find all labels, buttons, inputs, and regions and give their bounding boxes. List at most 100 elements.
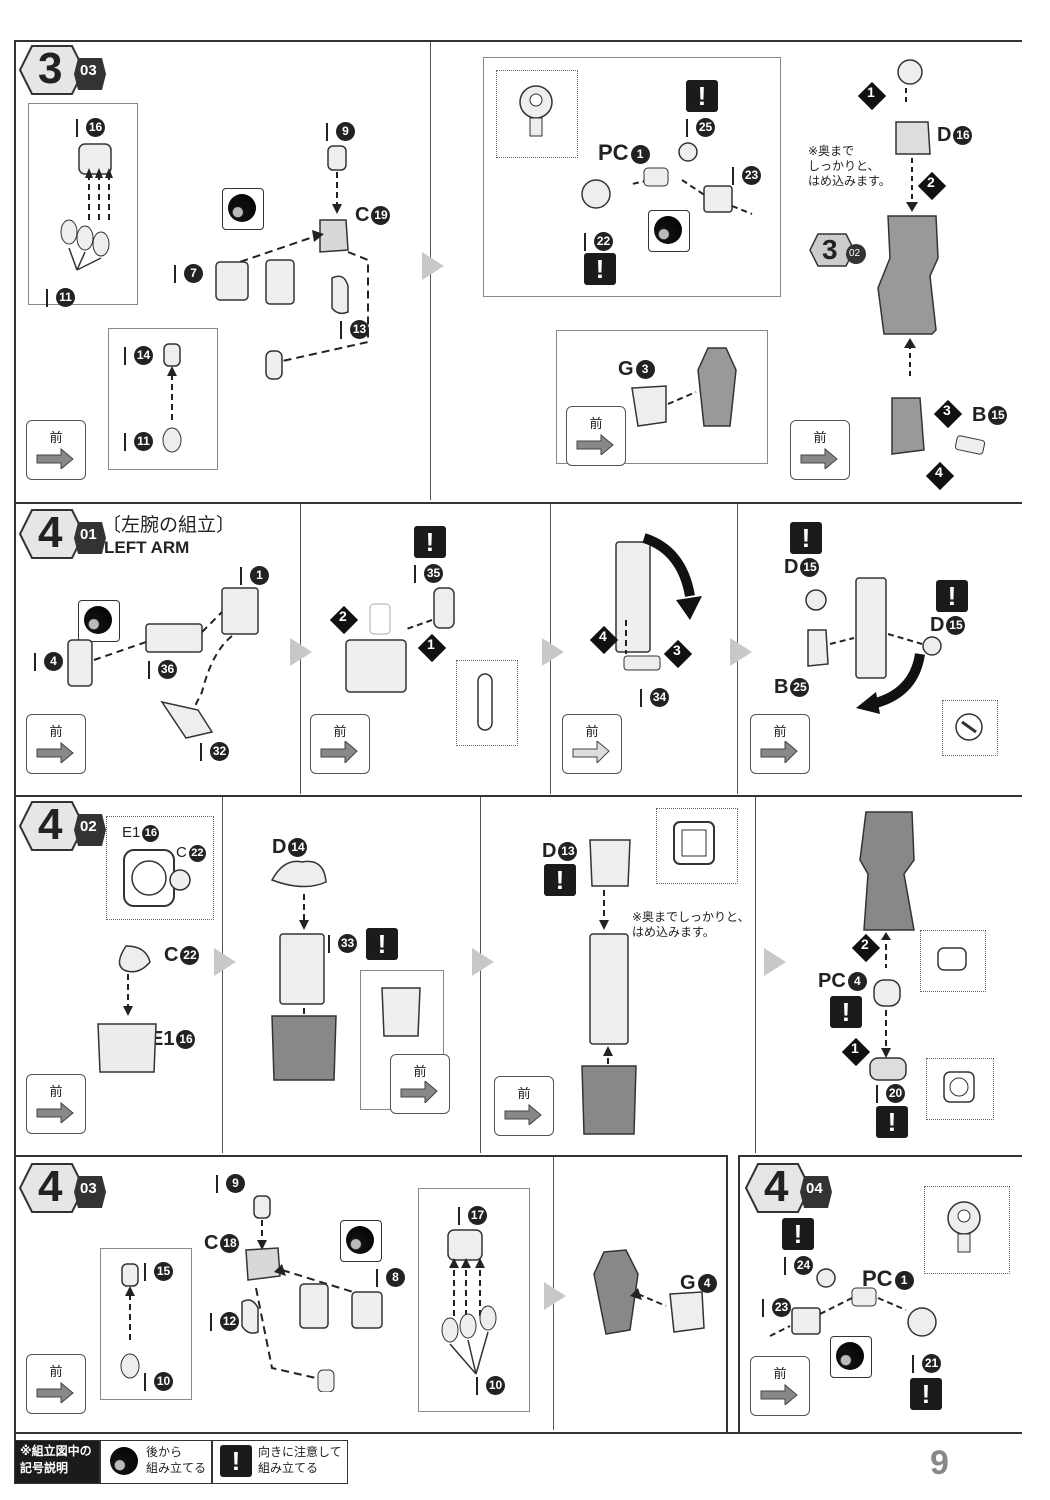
callout-1-label: 1	[427, 636, 435, 652]
part-foot-icon	[265, 350, 283, 380]
front-arrow-icon	[760, 741, 798, 763]
front-arrow-icon	[760, 1383, 798, 1405]
i35-detail-icon	[477, 673, 493, 731]
inset-i14-i11	[108, 328, 218, 470]
inset-i16-i11	[28, 103, 138, 305]
step-badge-3-03: 3 03	[18, 44, 108, 101]
front-arrow-icon	[36, 1381, 74, 1403]
label-i11b: 11	[124, 430, 153, 453]
left-arm-parts-diagram	[67, 587, 259, 739]
label-i35: 35	[414, 562, 443, 585]
d13-assembly-diagram	[581, 839, 637, 1135]
caution-mark-i25: !	[686, 80, 718, 112]
hexagon-icon	[18, 45, 106, 95]
step-number: 4	[38, 1162, 63, 1211]
label-i36: 36	[148, 658, 177, 681]
callout-4-label: 4	[599, 628, 607, 644]
inset-d13-detail	[656, 808, 738, 884]
caution-mark-i20: !	[876, 1106, 908, 1138]
joint-detail-icon	[947, 1201, 981, 1253]
g4-assembly-diagram	[593, 1249, 705, 1335]
next-step-arrow	[542, 638, 564, 666]
label-i9: 9	[326, 120, 355, 143]
front-indicator: 前	[26, 714, 86, 774]
hexagon-icon	[18, 509, 106, 559]
front-indicator: 前	[26, 420, 86, 480]
e16-assembly-diagram	[97, 945, 157, 1073]
label-i1: 1	[240, 564, 269, 587]
callout-3-label: 3	[673, 642, 681, 658]
legend-reverse-box	[100, 1440, 212, 1484]
label-i21: 21	[912, 1352, 941, 1375]
legend-title-box	[14, 1440, 100, 1484]
hexagon-icon	[744, 1163, 832, 1213]
front-arrow-icon	[320, 741, 358, 763]
legend-reverse-text: 後から 組み立てる	[146, 1445, 207, 1475]
reverse-assembly-mark	[78, 600, 120, 642]
step-badge-4-01: 4 01	[18, 508, 108, 565]
front-indicator: 前	[750, 714, 810, 774]
label-i8: 8	[376, 1266, 405, 1289]
label-i14: 14	[124, 344, 153, 367]
label-i25: 25	[686, 116, 715, 139]
label-i4: 4	[34, 650, 63, 673]
callout-1-label: 1	[867, 84, 875, 100]
divider-1	[14, 502, 1022, 504]
hexagon-icon	[18, 1163, 106, 1213]
label-i23: 23	[732, 164, 761, 187]
caution-mark-pc4: !	[830, 996, 862, 1028]
legend-caution-text: 向きに注意して 組み立てる	[258, 1445, 342, 1475]
label-i10a: 10	[144, 1370, 173, 1393]
section-title-ja: 〔左腕の組立〕	[102, 514, 236, 536]
page-number: 9	[930, 1444, 949, 1482]
front-indicator: 前	[562, 714, 622, 774]
label-i23: 23	[762, 1296, 791, 1319]
front-indicator: 前	[310, 714, 370, 774]
step-number: 4	[764, 1162, 789, 1211]
panel-sep-5c	[755, 797, 756, 1153]
front-indicator: 前	[26, 1354, 86, 1414]
legend-caution-box	[212, 1440, 348, 1484]
front-arrow-icon	[36, 1101, 74, 1123]
caution-mark-d15a: !	[790, 522, 822, 554]
label-i15: 15	[144, 1260, 173, 1283]
label-i34: 34	[640, 686, 669, 709]
parts-i16-group-icon	[60, 143, 113, 271]
front-arrow-icon	[36, 447, 74, 469]
legend-title: ※組立図中の 記号説明	[20, 1444, 92, 1475]
callout-3-label: 3	[943, 402, 951, 418]
forearm-rotate-diagram	[615, 533, 702, 671]
divider-3b	[738, 1155, 1022, 1157]
d14-assembly-diagram	[270, 860, 337, 1081]
part-i14-assembly-icon	[162, 343, 182, 453]
label-i17: 17	[458, 1204, 487, 1227]
label-i20: 20	[876, 1082, 905, 1105]
next-step-arrow	[214, 948, 236, 976]
next-step-arrow	[290, 638, 312, 666]
pc1-assembly-diagram	[581, 142, 753, 215]
step-badge-4-02: 4 02	[18, 800, 108, 857]
assembly-c19-diagram	[215, 219, 369, 363]
caution-mark-d13: !	[544, 864, 576, 896]
page-left-border	[14, 40, 16, 1440]
front-indicator: 前	[566, 406, 626, 466]
d15-detail-icon	[955, 713, 983, 741]
arm-pc4-assembly-diagram	[859, 811, 915, 1081]
hexagon-icon	[18, 801, 106, 851]
ref-step-badge-3-02: 3 02	[808, 232, 868, 273]
divider-3	[14, 1155, 726, 1157]
step-sub-number: 03	[80, 62, 97, 79]
callout-2-label: 2	[339, 608, 347, 624]
inset-i15-i10	[100, 1248, 192, 1400]
caution-mark-i33: !	[366, 928, 398, 960]
step-number: 4	[38, 800, 63, 849]
